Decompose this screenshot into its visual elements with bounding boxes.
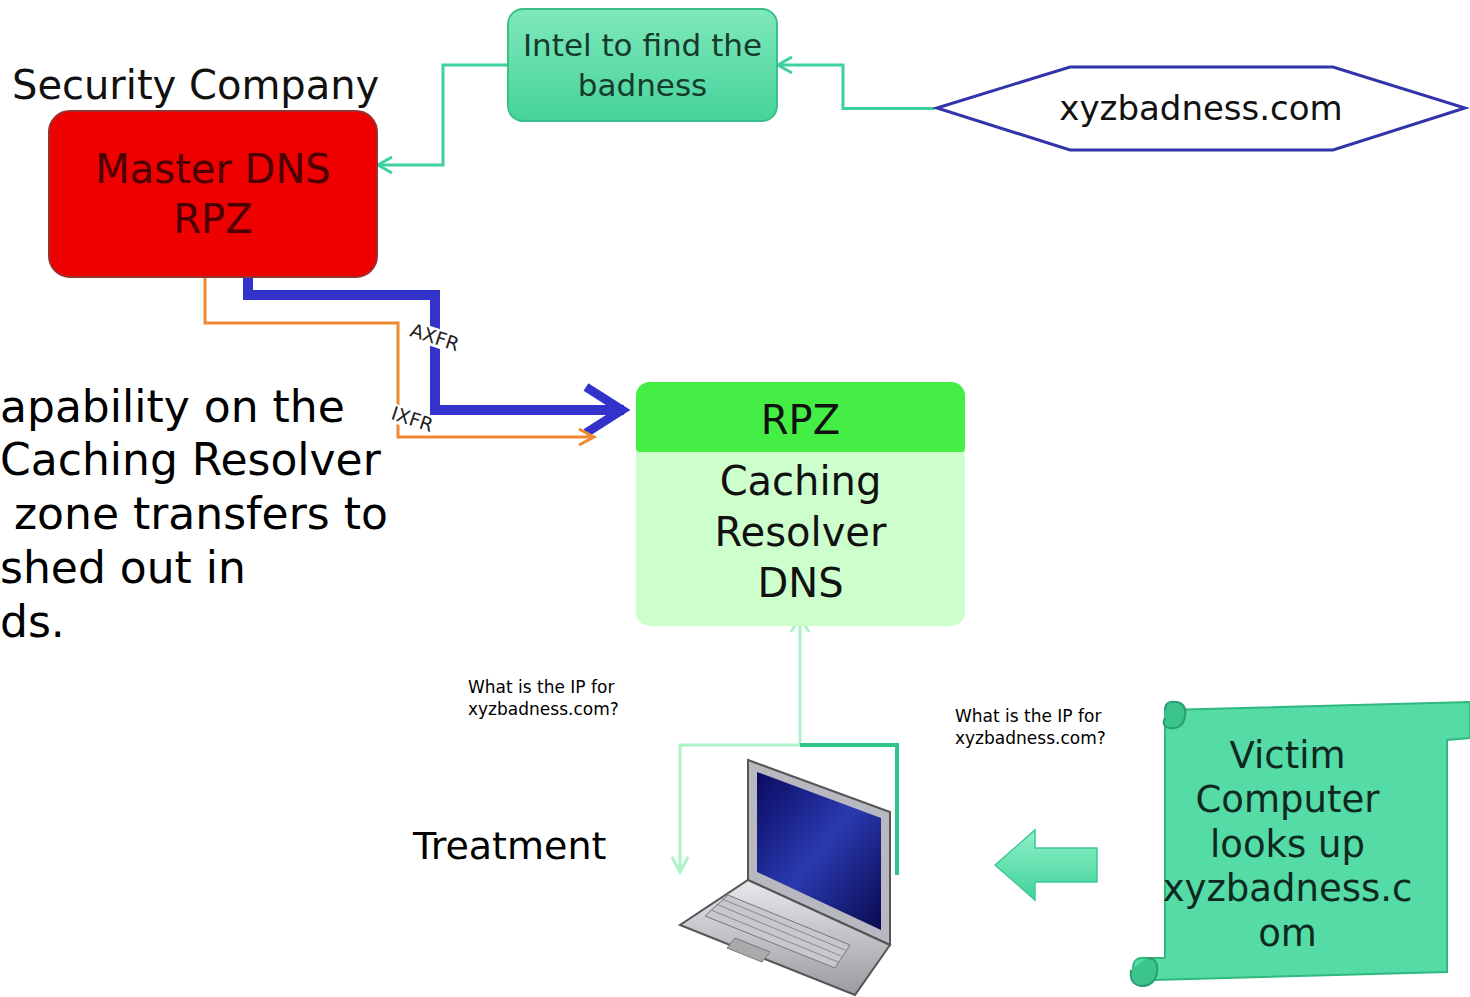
cropped-note-line: shed out in bbox=[0, 539, 246, 596]
company-heading: Security Company bbox=[12, 60, 379, 110]
connector bbox=[378, 65, 507, 165]
node-text: xyzbadness.com bbox=[1059, 87, 1342, 130]
node-text: Caching Resolver DNS bbox=[671, 456, 931, 610]
node-text: Victim Computer looks up xyzbadness.com bbox=[1153, 734, 1423, 956]
resolver-box: RPZCaching Resolver DNS bbox=[636, 382, 965, 626]
cropped-note-line: zone transfers to bbox=[14, 485, 388, 542]
node-text: Intel to find the badness bbox=[509, 25, 776, 106]
connector bbox=[778, 65, 935, 109]
cropped-note-line: ds. bbox=[0, 593, 65, 650]
cropped-note-line: Caching Resolver bbox=[0, 431, 381, 488]
band-text: RPZ bbox=[761, 382, 840, 452]
domain-hexagon: xyzbadness.com bbox=[935, 65, 1467, 152]
cropped-note-line: apability on the bbox=[0, 378, 345, 435]
laptop-illustration bbox=[680, 760, 890, 995]
victim-scroll: Victim Computer looks up xyzbadness.com bbox=[1125, 700, 1470, 990]
query-note: What is the IP for xyzbadness.com? bbox=[468, 676, 638, 720]
big-arrow bbox=[995, 830, 1097, 900]
treatment-label: Treatment bbox=[413, 822, 606, 871]
intel-box: Intel to find the badness bbox=[507, 8, 778, 122]
master-dns-box: Security CompanyMaster DNS RPZ bbox=[48, 110, 378, 278]
transfer-label: IXFR bbox=[387, 403, 437, 436]
query-note: What is the IP for xyzbadness.com? bbox=[955, 705, 1125, 749]
node-text: Master DNS RPZ bbox=[50, 144, 376, 244]
